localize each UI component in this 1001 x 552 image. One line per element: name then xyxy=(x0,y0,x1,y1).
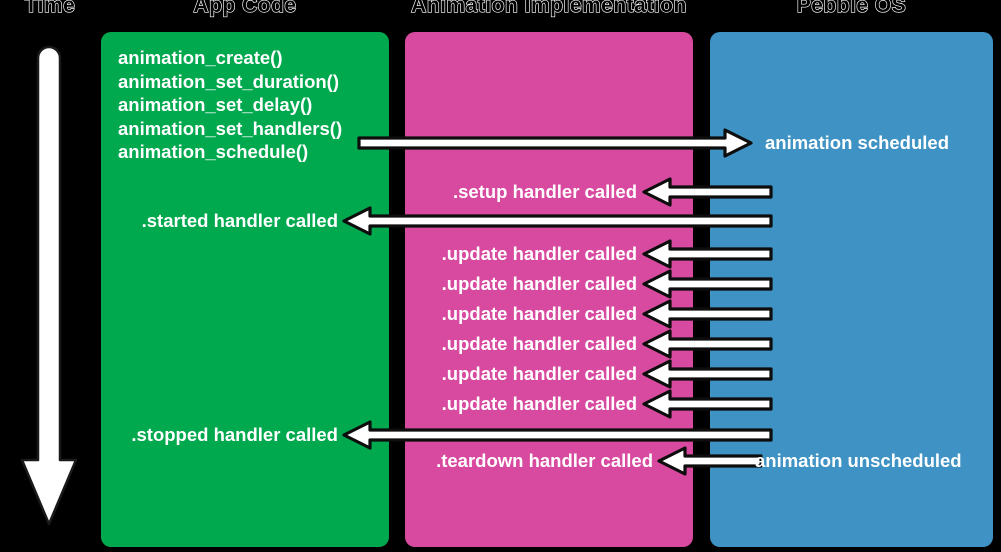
code-line-1: animation_set_duration() xyxy=(118,70,339,92)
message-label-teardown-handler-called: .teardown handler called xyxy=(436,450,653,471)
message-update-handler-called xyxy=(640,329,775,359)
message-setup-handler-called xyxy=(640,177,775,207)
message-started-handler-called xyxy=(340,206,775,236)
lane-app-code xyxy=(101,32,389,547)
arrow-left-icon xyxy=(642,177,773,207)
code-line-3: animation_set_handlers() xyxy=(118,117,343,139)
arrow-left-icon xyxy=(657,446,763,476)
message-label-update-handler-called: .update handler called xyxy=(441,243,637,264)
arrow-left-icon xyxy=(642,239,773,269)
message-label-update-handler-called: .update handler called xyxy=(441,363,637,384)
message-update-handler-called xyxy=(640,359,775,389)
arrow-left-icon xyxy=(342,206,773,236)
message-label-update-handler-called: .update handler called xyxy=(441,273,637,294)
message-label-animation-scheduled: animation scheduled xyxy=(765,132,950,153)
message-teardown-handler-called xyxy=(655,446,765,476)
message-update-handler-called xyxy=(640,389,775,419)
app-code-call-list: animation_create() animation_set_duratio… xyxy=(118,46,342,164)
code-line-4: animation_schedule() xyxy=(118,141,309,162)
arrow-left-icon xyxy=(642,329,773,359)
message-label-animation-unscheduled: animation unscheduled xyxy=(755,450,962,471)
time-arrow-icon xyxy=(18,42,80,538)
column-header-app-code: App Code xyxy=(193,0,297,18)
message-update-handler-called xyxy=(640,299,775,329)
message-label-update-handler-called: .update handler called xyxy=(441,303,637,324)
message-label-stopped-handler-called: .stopped handler called xyxy=(131,424,338,445)
arrow-left-icon xyxy=(642,359,773,389)
lane-animation-implementation xyxy=(405,32,693,547)
message-label-update-handler-called: .update handler called xyxy=(441,393,637,414)
message-label-setup-handler-called: .setup handler called xyxy=(452,181,637,202)
code-line-0: animation_create() xyxy=(118,47,283,68)
message-animation-scheduled xyxy=(355,128,755,158)
arrow-left-icon xyxy=(342,420,773,450)
column-header-animation-implementation: Animation Implementation xyxy=(411,0,687,18)
message-stopped-handler-called xyxy=(340,420,775,450)
arrow-left-icon xyxy=(642,269,773,299)
arrow-left-icon xyxy=(642,299,773,329)
message-update-handler-called xyxy=(640,269,775,299)
column-header-time: Time xyxy=(24,0,76,18)
code-line-2: animation_set_delay() xyxy=(118,94,313,115)
column-header-pebble-os: Pebble OS xyxy=(796,0,907,18)
message-update-handler-called xyxy=(640,239,775,269)
arrow-left-icon xyxy=(642,389,773,419)
message-label-update-handler-called: .update handler called xyxy=(441,333,637,354)
arrow-right-icon xyxy=(357,128,753,158)
message-label-started-handler-called: .started handler called xyxy=(141,210,338,231)
